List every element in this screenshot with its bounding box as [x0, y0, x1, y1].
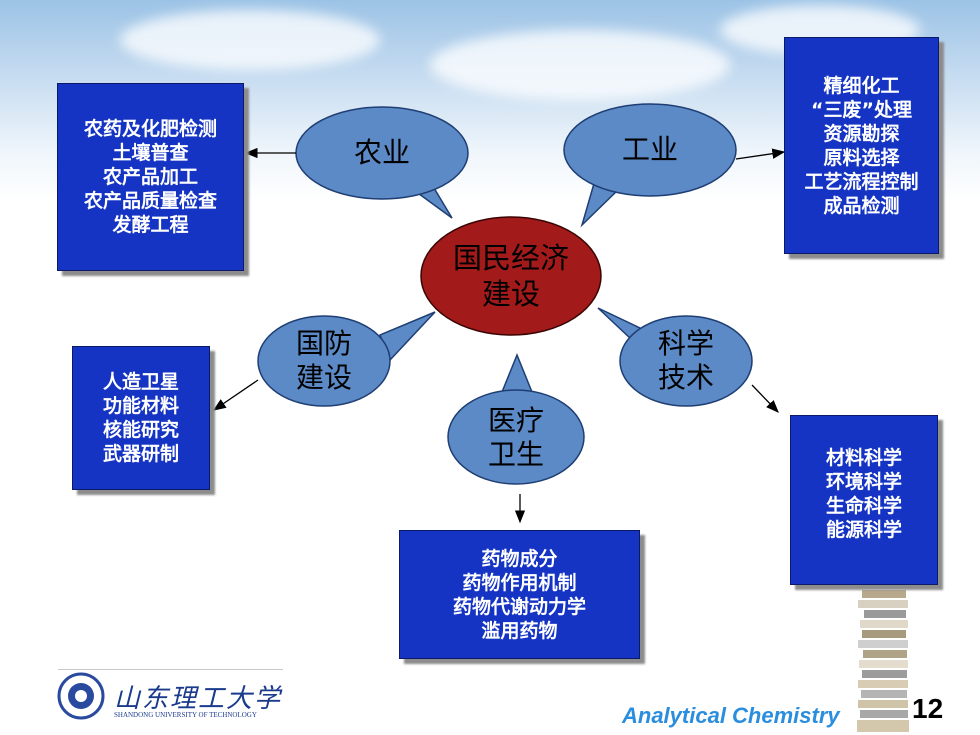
university-logo-subtitle: SHANDONG UNIVERSITY OF TECHNOLOGY — [114, 711, 257, 719]
book-stack-decoration — [857, 590, 909, 732]
bubble-industry — [563, 103, 737, 197]
bubble-tail-medical — [500, 353, 534, 393]
bubble-label-medical: 医疗 卫生 — [476, 404, 556, 472]
bubble-text-line: 建设 — [295, 361, 352, 394]
list-item: “三废”处理 — [811, 98, 912, 121]
bubble-text-line: 工业 — [621, 133, 678, 166]
list-item: 农产品质量检查 — [83, 190, 217, 212]
list-item: 成品检测 — [823, 194, 900, 217]
logo-divider — [58, 669, 283, 670]
center-text-line: 建设 — [481, 277, 540, 311]
arrow-defense — [212, 379, 259, 411]
footer-course-title: Analytical Chemistry — [622, 703, 840, 728]
box-agriculture-applications: 农药及化肥检测 土壤普查 农产品加工 农产品质量检查 发酵工程 — [57, 83, 244, 271]
list-item: 原料选择 — [823, 146, 900, 169]
bubble-label-defense: 国防 建设 — [284, 327, 364, 395]
center-text-line: 国民经济 — [452, 241, 569, 275]
bubble-text-line: 农业 — [353, 136, 410, 169]
list-item: 能源科学 — [825, 519, 902, 541]
center-label: 国民经济 建设 — [441, 240, 581, 312]
bubble-label-industry: 工业 — [600, 133, 700, 167]
box-industry-applications: 精细化工 “三废”处理 资源勘探 原料选择 工艺流程控制 成品检测 — [784, 37, 939, 254]
list-item: 工艺流程控制 — [804, 170, 919, 193]
bubble-text-line: 科学 — [657, 327, 714, 360]
box-science-applications: 材料科学 环境科学 生命科学 能源科学 — [790, 415, 938, 585]
center-node — [420, 216, 602, 336]
bubble-label-science: 科学 技术 — [646, 327, 726, 395]
bubble-science — [619, 315, 753, 407]
arrow-industry — [735, 148, 786, 160]
bubble-label-agriculture: 农业 — [332, 136, 432, 170]
bubble-medical — [447, 389, 585, 485]
list-item: 药物代谢动力学 — [452, 595, 586, 618]
list-item: 生命科学 — [825, 495, 902, 517]
arrow-science — [751, 384, 779, 413]
list-item: 药物作用机制 — [462, 571, 577, 594]
box-defense-applications: 人造卫星 功能材料 核能研究 武器研制 — [72, 346, 210, 490]
bubble-text-line: 国防 — [295, 327, 352, 360]
list-item: 农药及化肥检测 — [83, 118, 217, 140]
list-item: 发酵工程 — [112, 214, 189, 236]
page-number: 12 — [912, 693, 944, 724]
list-item: 滥用药物 — [481, 619, 558, 642]
list-item: 资源勘探 — [823, 122, 900, 145]
box-medical-applications: 药物成分 药物作用机制 药物代谢动力学 滥用药物 — [399, 530, 640, 659]
bubble-text-line: 技术 — [657, 361, 714, 394]
cloud-decoration — [430, 30, 730, 100]
bubble-text-line: 卫生 — [487, 438, 544, 471]
list-item: 药物成分 — [481, 547, 558, 570]
list-item: 功能材料 — [102, 395, 179, 417]
university-seal-core — [75, 690, 87, 702]
cloud-decoration — [120, 10, 380, 70]
university-logo-text: 山东理工大学 — [114, 684, 283, 714]
bubble-text-line: 医疗 — [487, 404, 544, 437]
list-item: 核能研究 — [102, 419, 179, 441]
list-item: 精细化工 — [823, 74, 900, 97]
list-item: 武器研制 — [102, 443, 179, 465]
list-item: 农产品加工 — [102, 166, 198, 188]
list-item: 环境科学 — [825, 471, 902, 493]
list-item: 土壤普查 — [112, 142, 189, 164]
list-item: 人造卫星 — [102, 371, 179, 393]
bubble-defense — [257, 315, 391, 407]
list-item: 材料科学 — [825, 447, 902, 469]
